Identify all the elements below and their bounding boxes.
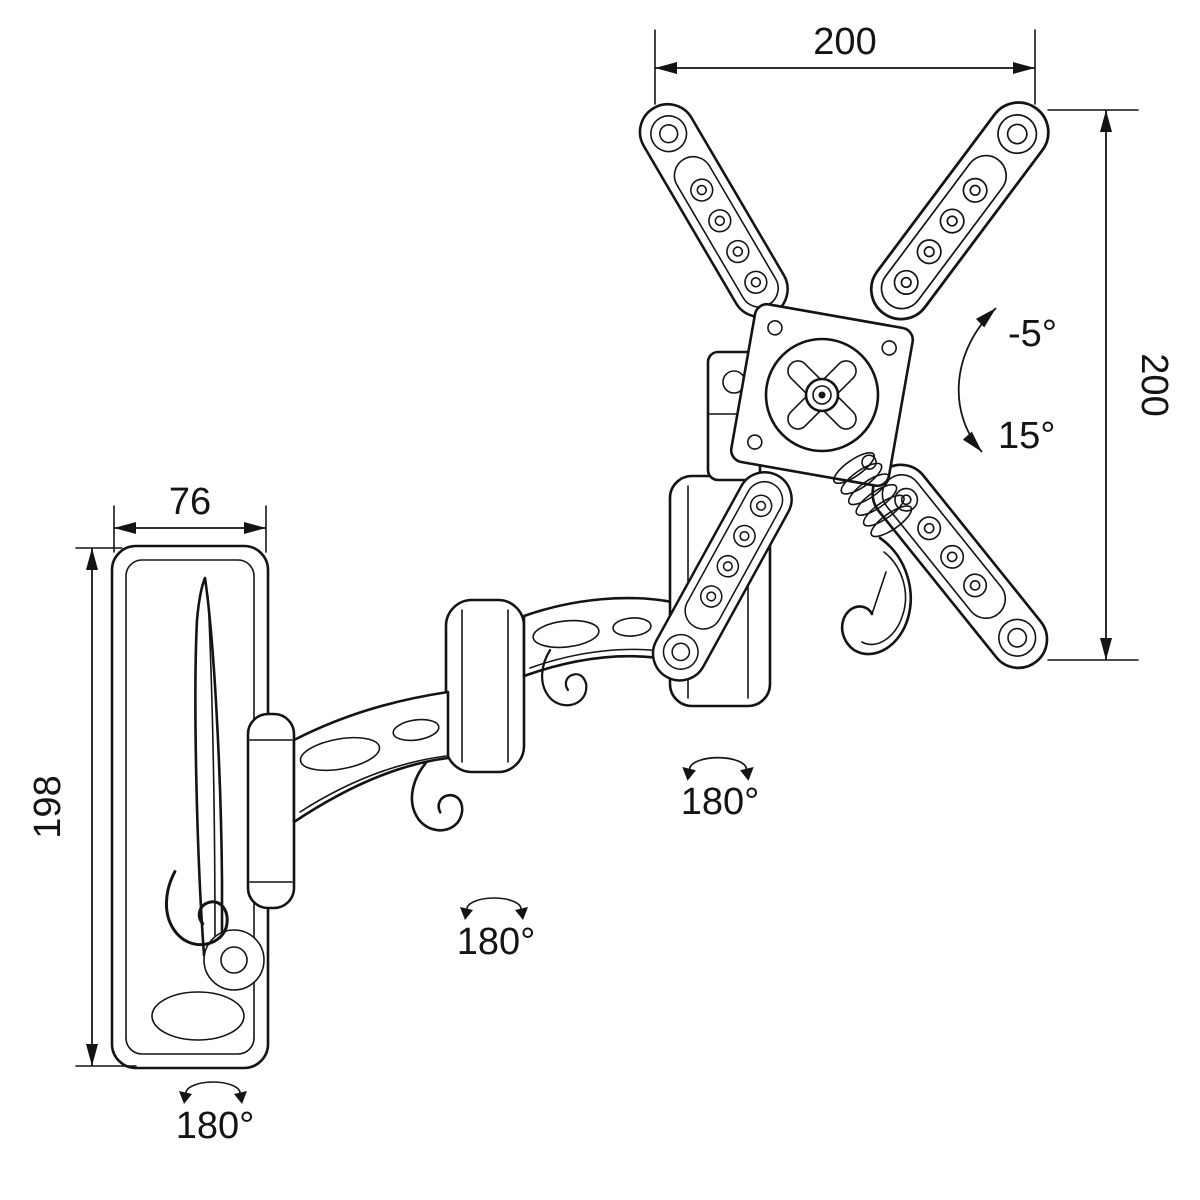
lower-arm [292,690,450,824]
swivel-base-annotation: 180° [176,1081,255,1147]
swivel-head-label: 180° [681,781,760,823]
cable-hook-lower [406,760,470,835]
vesa-width-label: 200 [813,21,876,63]
tilt-up-label: -5° [1008,313,1057,355]
tilt-angle-annotation: -5° 15° [957,307,1057,457]
dim-plate-height: 198 [27,547,137,1067]
vesa-height-label: 200 [1133,353,1175,416]
vesa-arm-top-right [857,89,1062,333]
dim-vesa-height: 200 [1047,109,1175,661]
swivel-head-annotation: 180° [681,756,760,823]
carabiner-hook [840,536,912,656]
plate-width-label: 76 [169,481,211,523]
swivel-elbow-annotation: 180° [457,897,536,963]
spring [833,451,913,538]
dim-plate-width: 76 [113,481,267,553]
base-hinge [246,712,296,910]
swivel-base-label: 180° [176,1105,255,1147]
elbow-joint [444,598,526,774]
vesa-hub [764,337,880,453]
plate-height-label: 198 [27,775,69,838]
wall-plate [110,544,270,1070]
tilt-down-label: 15° [998,415,1055,457]
dim-vesa-width: 200 [654,21,1036,105]
upper-arm [522,596,674,678]
vesa-arm-top-left [628,92,800,329]
swivel-elbow-label: 180° [457,921,536,963]
vesa-plate [628,89,1062,692]
